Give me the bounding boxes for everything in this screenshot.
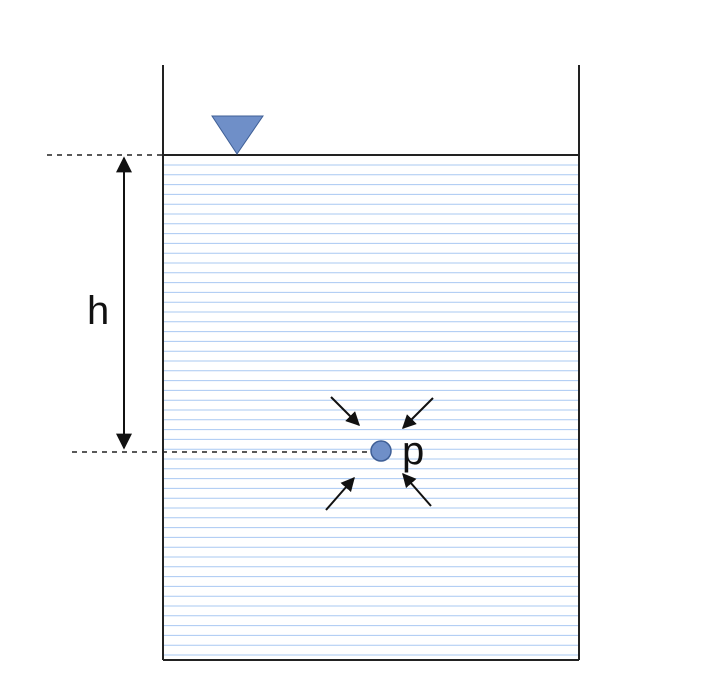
water-fill (164, 164, 578, 656)
pressure-arrow-top-left (330, 396, 360, 426)
tank (162, 65, 580, 661)
downward-triangle-icon (211, 115, 264, 155)
pressure-arrow-top-right (402, 397, 434, 429)
pressure-arrows (325, 396, 434, 511)
depth-label: h (87, 289, 109, 333)
pressure-label: p (402, 429, 424, 473)
point-marker-icon (370, 440, 392, 462)
pressure-arrow-bottom-right (402, 472, 432, 507)
pressure-arrow-bottom-left (325, 476, 355, 511)
reference-lines (47, 154, 375, 453)
